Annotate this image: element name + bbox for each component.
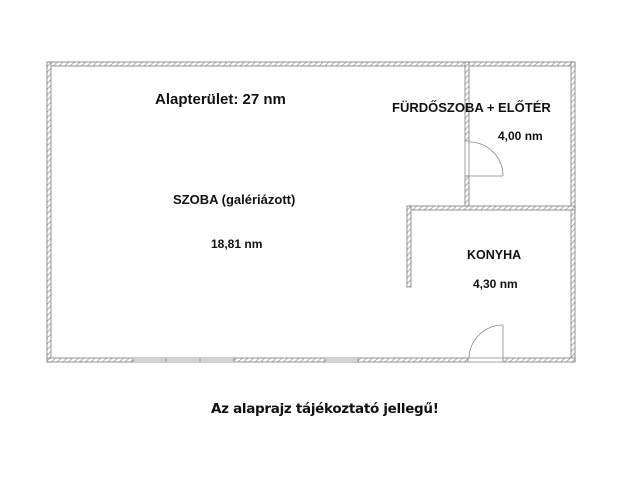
outer-wall-left [46,61,52,363]
entrance-door [468,324,504,363]
bathroom-door [464,141,504,177]
room-name-konyha: KONYHA [467,248,522,262]
window-triple [132,357,235,363]
outer-wall-bottom-seg1 [46,357,134,363]
outer-wall-bottom-seg4 [502,357,576,363]
outer-wall-bottom-seg3 [357,357,469,363]
room-area-furdoszoba: 4,00 nm [498,129,543,143]
bathroom-partition [464,61,470,210]
outer-wall-bottom-seg2 [233,357,326,363]
outer-wall-right [570,61,576,363]
room-name-szoba: SZOBA (galériázott) [173,192,296,207]
outer-wall-top [46,61,576,67]
room-area-szoba: 18,81 nm [211,237,263,251]
window-single [324,357,359,363]
kitchen-partition [406,205,576,288]
total-area-title: Alapterület: 27 nm [155,91,286,108]
room-area-konyha: 4,30 nm [473,277,518,291]
room-name-furdoszoba: FÜRDŐSZOBA + ELŐTÉR [392,100,551,115]
outer-walls [46,61,576,363]
disclaimer-footnote: Az alaprajz tájékoztató jellegű! [211,401,439,417]
